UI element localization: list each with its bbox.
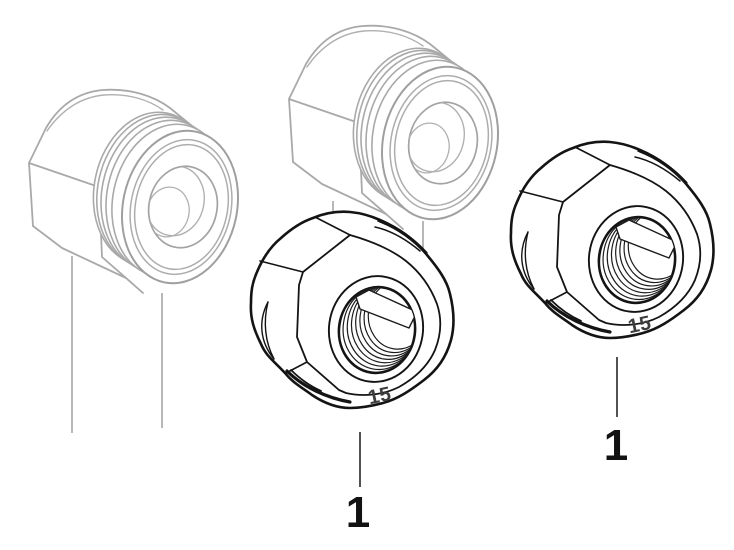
size-stamp-right: 15 — [626, 312, 653, 338]
size-stamp-center: 15 — [366, 383, 393, 409]
part-callout-right: 1 — [604, 421, 628, 470]
fitting-left-illustration — [29, 90, 252, 295]
fitting-center-illustration — [289, 26, 512, 231]
part-callout-center: 1 — [346, 488, 370, 537]
callout-right: 1 — [604, 357, 628, 470]
nut-right-illustration — [511, 142, 714, 338]
callout-center: 1 — [346, 432, 370, 537]
